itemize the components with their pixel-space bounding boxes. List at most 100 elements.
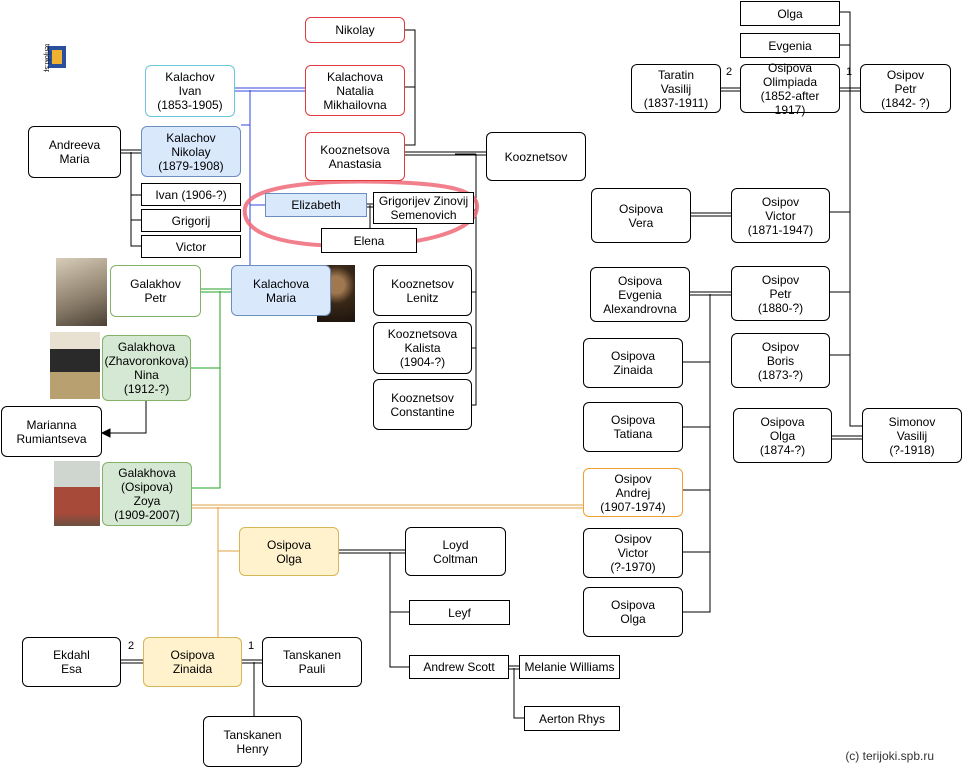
node-osipov-petr-1880[interactable]: Osipov Petr (1880-?)	[731, 266, 830, 321]
node-label: Osipova Evgenia Alexandrovna	[603, 273, 677, 316]
node-galakhov-petr[interactable]: Galakhov Petr	[110, 265, 201, 317]
node-label: Elena	[353, 233, 385, 248]
node-kooznetsov-lenitz[interactable]: Kooznetsov Lenitz	[373, 265, 472, 316]
node-label: Kalachov Ivan (1853-1905)	[157, 70, 223, 112]
node-label: Loyd Coltman	[433, 537, 478, 566]
node-label: Galakhov Petr	[130, 277, 181, 305]
node-label: Kooznetsova Kalista (1904-?)	[387, 327, 458, 369]
node-label: Osipov Andrej (1907-1974)	[600, 471, 666, 514]
photo-galakhova-zoya	[54, 461, 100, 526]
node-osipov-andrej[interactable]: Osipov Andrej (1907-1974)	[583, 468, 683, 517]
node-label: Andrew Scott	[423, 660, 495, 674]
node-label: Ekdahl Esa	[53, 648, 90, 676]
node-label: Osipova Vera	[618, 201, 664, 230]
node-label: Tanskanen Henry	[223, 727, 282, 756]
node-label: Melanie Williams	[524, 660, 615, 674]
node-taratin-vasilij[interactable]: Taratin Vasilij (1837-1911)	[631, 64, 721, 113]
node-label: Aerton Rhys	[538, 711, 606, 726]
node-simonov-vasilij[interactable]: Simonov Vasilij (?-1918)	[862, 408, 962, 463]
node-osipova-zinaida-orange[interactable]: Osipova Zinaida	[143, 637, 242, 687]
node-osipova-vera[interactable]: Osipova Vera	[591, 188, 691, 243]
node-nikolay[interactable]: Nikolay	[305, 17, 405, 43]
node-victor[interactable]: Victor	[141, 235, 241, 258]
node-kalachova-maria[interactable]: Kalachova Maria	[231, 265, 331, 316]
node-label: Tanskanen Pauli	[282, 648, 342, 676]
node-kooznetsova-kalista[interactable]: Kooznetsova Kalista (1904-?)	[373, 322, 472, 374]
node-label: Osipov Victor (1871-1947)	[747, 194, 814, 237]
node-ivan-1906[interactable]: Ivan (1906-?)	[141, 183, 241, 206]
node-label: Olga	[777, 6, 803, 21]
node-label: Nikolay	[335, 23, 375, 37]
marriage-number: 1	[846, 66, 853, 78]
node-label: Osipov Boris (1873-?)	[757, 339, 804, 382]
node-label: Osipova Zinaida	[170, 648, 215, 676]
node-label: Andreeva Maria	[48, 138, 101, 166]
node-label: Osipova Olga	[610, 598, 656, 626]
node-label: Simonov Vasilij (?-1918)	[888, 414, 936, 457]
node-label: Evgenia	[768, 38, 812, 53]
node-label: Osipov Victor (?-1970)	[610, 532, 656, 574]
node-osipova-olimpiada[interactable]: Osipova Olimpiada (1852-after 1917)	[740, 61, 840, 117]
photo-galakhova-nina	[50, 332, 100, 399]
node-label: Osipova Tatiana	[610, 413, 656, 441]
copyright-watermark: (c) terijoki.spb.ru	[845, 749, 934, 763]
node-grigorijev-zinovij[interactable]: Grigorijev Zinovij Semenovich	[373, 192, 474, 224]
node-label: Kooznetsov Lenitz	[391, 276, 454, 305]
node-label: Kalachova Natalia Mikhailovna	[323, 69, 387, 112]
node-kooznetsova-anastasia[interactable]: Kooznetsova Anastasia	[305, 132, 405, 181]
node-label: Kooznetsov	[504, 149, 568, 164]
node-osipova-olga-1874[interactable]: Osipova Olga (1874-?)	[733, 408, 832, 463]
node-elena[interactable]: Elena	[321, 228, 417, 253]
node-loyd-coltman[interactable]: Loyd Coltman	[405, 527, 506, 576]
node-label: Victor	[175, 239, 207, 254]
node-label: Leyf	[448, 605, 471, 620]
node-marianna-rumiantseva[interactable]: Marianna Rumiantseva	[1, 406, 102, 457]
node-label: Grigorij	[171, 213, 211, 228]
node-osipova-olga-orange[interactable]: Osipova Olga	[239, 527, 339, 576]
node-kooznetsov[interactable]: Kooznetsov	[486, 132, 586, 181]
node-kooznetsov-constantine[interactable]: Kooznetsov Constantine	[373, 379, 472, 430]
node-kalachov-ivan[interactable]: Kalachov Ivan (1853-1905)	[145, 65, 235, 117]
node-evgenia-top[interactable]: Evgenia	[740, 33, 840, 58]
marriage-number: 2	[128, 640, 135, 652]
node-label: Osipova Olga	[266, 537, 312, 566]
node-label: Kooznetsova Anastasia	[320, 142, 390, 171]
node-olga-top[interactable]: Olga	[740, 1, 840, 26]
node-label: Osipova Zinaida	[610, 349, 656, 377]
highlight-circle	[242, 179, 480, 249]
node-label: Elizabeth	[291, 198, 341, 212]
node-grigorij[interactable]: Grigorij	[141, 209, 241, 232]
node-elizabeth[interactable]: Elizabeth	[265, 193, 367, 217]
node-tanskanen-henry[interactable]: Tanskanen Henry	[203, 716, 302, 767]
marriage-number: 2	[726, 66, 733, 78]
node-aerton-rhys[interactable]: Aerton Rhys	[524, 706, 620, 731]
node-label: Kooznetsov Constantine	[390, 390, 455, 419]
node-osipova-tatiana[interactable]: Osipova Tatiana	[583, 402, 683, 452]
node-leyf[interactable]: Leyf	[409, 600, 510, 625]
site-logo: terijoki.spb.ru	[40, 42, 70, 86]
node-label: Osipova Olga (1874-?)	[759, 414, 806, 457]
node-label: Kalachova Maria	[252, 276, 310, 305]
node-galakhova-nina[interactable]: Galakhova (Zhavoronkova) Nina (1912-?)	[102, 335, 191, 401]
node-melanie-williams[interactable]: Melanie Williams	[519, 655, 620, 679]
node-label: Kalachov Nikolay (1879-1908)	[158, 130, 224, 173]
node-osipova-evgenia-alexandrovna[interactable]: Osipova Evgenia Alexandrovna	[590, 267, 690, 322]
node-label: Marianna Rumiantseva	[16, 417, 87, 446]
node-label: Osipov Petr (1880-?)	[757, 272, 804, 315]
node-galakhova-zoya[interactable]: Galakhova (Osipova) Zoya (1909-2007)	[102, 462, 192, 526]
node-kalachova-natalia[interactable]: Kalachova Natalia Mikhailovna	[305, 65, 405, 116]
node-label: Osipova Olimpiada (1852-after 1917)	[760, 60, 820, 117]
node-andreeva-maria[interactable]: Andreeva Maria	[28, 126, 121, 178]
node-label: Ivan (1906-?)	[155, 187, 227, 202]
node-tanskanen-pauli[interactable]: Tanskanen Pauli	[262, 637, 362, 687]
node-osipov-petr-1842[interactable]: Osipov Petr (1842- ?)	[860, 64, 951, 113]
node-osipov-victor-1970[interactable]: Osipov Victor (?-1970)	[583, 528, 683, 578]
node-ekdahl-esa[interactable]: Ekdahl Esa	[22, 637, 121, 687]
node-osipova-olga-right[interactable]: Osipova Olga	[583, 587, 683, 637]
node-osipova-zinaida[interactable]: Osipova Zinaida	[583, 338, 683, 388]
node-andrew-scott[interactable]: Andrew Scott	[409, 655, 509, 679]
node-osipov-boris[interactable]: Osipov Boris (1873-?)	[731, 333, 830, 388]
node-label: Grigorijev Zinovij Semenovich	[378, 194, 469, 222]
node-kalachov-nikolay[interactable]: Kalachov Nikolay (1879-1908)	[141, 126, 241, 177]
node-osipov-victor-1871[interactable]: Osipov Victor (1871-1947)	[731, 188, 830, 243]
